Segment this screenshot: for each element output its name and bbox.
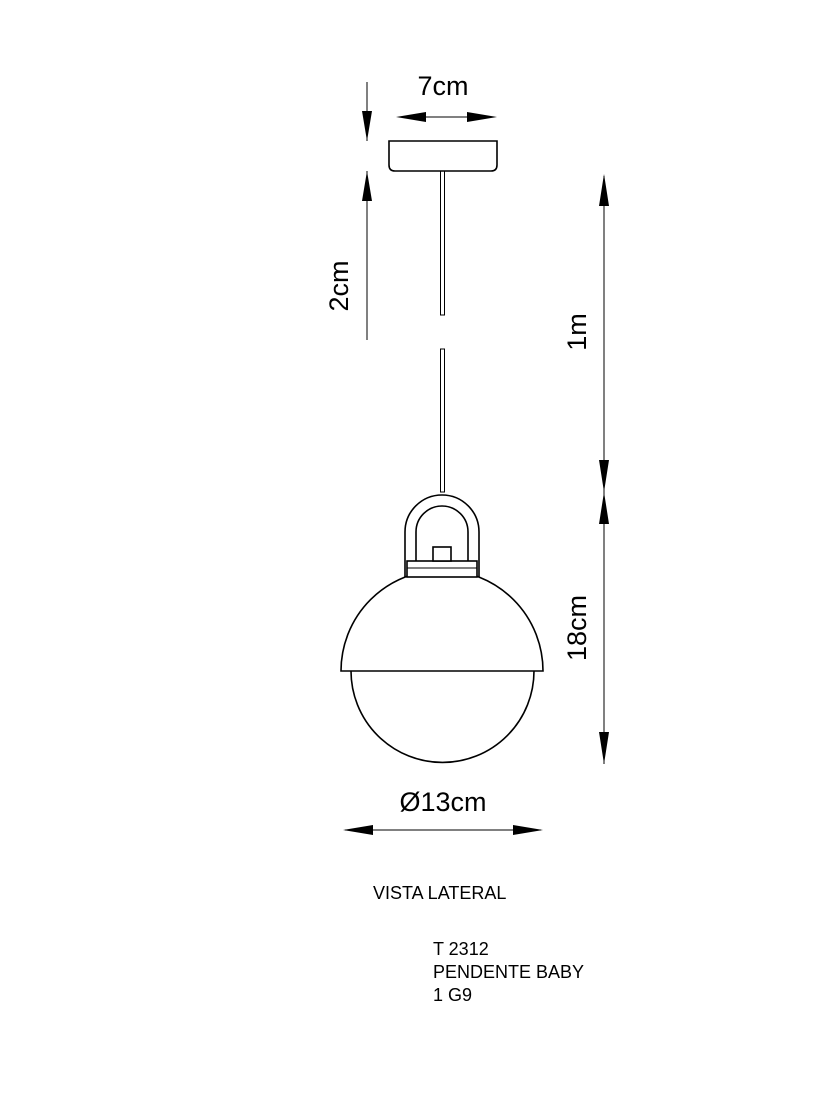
shade-diameter-label: Ø13cm	[399, 787, 486, 817]
shade-height-dimension	[599, 492, 609, 764]
view-label: VISTA LATERAL	[373, 883, 506, 903]
canopy-width-label: 7cm	[417, 71, 468, 101]
product-code: T 2312	[433, 939, 489, 959]
product-name: PENDENTE BABY	[433, 962, 584, 982]
cable-length-label: 1m	[562, 313, 592, 351]
cable-length-dimension	[599, 174, 609, 492]
canopy-height-dimension	[362, 82, 372, 340]
suspension-cable	[440, 170, 445, 493]
shade-height-label: 18cm	[562, 595, 592, 661]
product-lamp: 1 G9	[433, 985, 472, 1005]
canopy-height-label: 2cm	[324, 260, 354, 311]
canopy-width-dimension	[396, 112, 497, 122]
pendant-lamp	[340, 494, 544, 764]
canopy	[388, 140, 498, 172]
shade-diameter-dimension	[343, 825, 543, 835]
